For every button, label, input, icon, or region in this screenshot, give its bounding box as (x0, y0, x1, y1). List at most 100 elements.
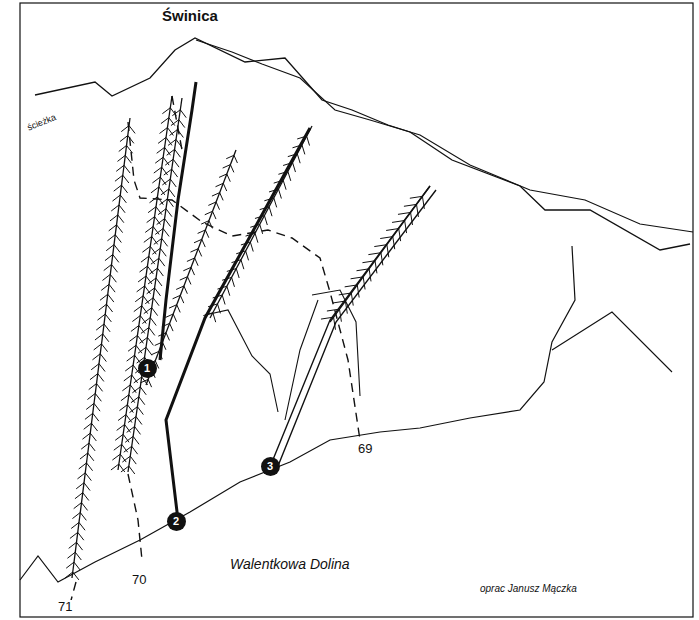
hatch-stroke (140, 337, 154, 345)
hatch-stroke (95, 334, 109, 342)
ridge-line (35, 38, 690, 250)
hatch-stroke (91, 364, 105, 372)
callout-circle: 2 (167, 512, 186, 531)
hatch-stroke (151, 258, 165, 266)
hatch-stroke (90, 374, 104, 382)
hatch-stroke (124, 446, 138, 454)
dashed-path (70, 96, 360, 604)
hatch-stroke (130, 407, 144, 415)
buttress-outline (312, 290, 360, 396)
hatch-stroke (165, 314, 176, 322)
couloir-axis (72, 118, 130, 578)
hatch-stroke (167, 149, 181, 157)
hatch-stroke (162, 179, 176, 187)
hatch-stroke (115, 175, 129, 183)
callout-number: 1 (144, 363, 150, 374)
hatch-stroke (127, 426, 141, 434)
hatch-stroke (104, 264, 118, 272)
hatch-stroke (109, 225, 123, 233)
hatch-stroke (187, 258, 198, 266)
hatch-stroke (201, 221, 212, 229)
hatch-stroke (110, 215, 124, 223)
hatch-stroke (122, 456, 136, 464)
route-number: 70 (130, 573, 148, 588)
hatch-stroke (117, 155, 131, 163)
hatch-stroke (92, 354, 106, 362)
couloir-axis (146, 150, 236, 385)
hatch-stroke (70, 532, 84, 540)
hatch-stroke (169, 305, 180, 313)
hatch-stroke (82, 433, 96, 441)
route-line (160, 82, 196, 360)
hatch-stroke (87, 393, 101, 401)
callout-circle: 1 (138, 359, 157, 378)
route-number: 69 (356, 442, 374, 457)
hatch-stroke (172, 110, 186, 118)
hatch-stroke (77, 473, 91, 481)
route-line (278, 190, 436, 466)
hatch-stroke (170, 130, 184, 138)
hatch-stroke (99, 304, 113, 312)
hatch-stroke (216, 183, 227, 191)
hatch-stroke (190, 249, 201, 257)
hatch-stroke (168, 139, 182, 147)
hatch-stroke (165, 159, 179, 167)
hatch-stroke (72, 513, 86, 521)
hatch-stroke (152, 248, 166, 256)
hatch-stroke (158, 209, 172, 217)
hatch-stroke (111, 205, 125, 213)
hatch-stroke (194, 239, 205, 247)
callout-number: 3 (267, 461, 273, 472)
hatch-stroke (89, 384, 103, 392)
hatch-stroke (112, 195, 126, 203)
hatch-stroke (180, 277, 191, 285)
hatch-stroke (148, 278, 162, 286)
hatch-stroke (157, 219, 171, 227)
hatch-stroke (100, 294, 114, 302)
hatch-stroke (67, 552, 81, 560)
hatch-stroke (69, 542, 83, 550)
hatch-stroke (65, 572, 79, 580)
hatch-stroke (125, 436, 139, 444)
hatch-stroke (94, 344, 108, 352)
hatch-stroke (106, 245, 120, 253)
hatch-stroke (144, 308, 158, 316)
hatch-stroke (141, 327, 155, 335)
hatch-stroke (101, 284, 115, 292)
hatch-stroke (154, 238, 168, 246)
couloir-axis (128, 98, 182, 472)
hatch-stroke (140, 379, 151, 387)
hatch-stroke (74, 503, 88, 511)
hatch-stroke (102, 274, 116, 282)
hatch-stroke (96, 324, 110, 332)
hatch-stroke (114, 185, 128, 193)
hatch-stroke (171, 120, 185, 128)
hatch-stroke (176, 286, 187, 294)
hatch-stroke (79, 463, 93, 471)
hatch-stroke (128, 417, 142, 425)
hatch-stroke (80, 453, 94, 461)
hatch-stroke (219, 174, 230, 182)
hatch-stroke (173, 295, 184, 303)
route-number: 71 (56, 600, 74, 615)
hatch-stroke (86, 403, 100, 411)
hatch-stroke (198, 230, 209, 238)
valley-name: Walentkowa Dolina (228, 556, 352, 572)
hatch-stroke (223, 165, 234, 173)
hatch-stroke (138, 347, 152, 355)
callout-number: 2 (173, 516, 179, 527)
path-label: ścieżka (24, 111, 59, 133)
hatch-stroke (121, 466, 135, 474)
hatch-stroke (145, 298, 159, 306)
hatch-stroke (226, 155, 237, 163)
hatch-stroke (81, 443, 95, 451)
couloir-hatching (65, 96, 430, 580)
hatch-stroke (116, 165, 130, 173)
hatch-stroke (131, 397, 145, 405)
hatch-stroke (208, 202, 219, 210)
route-line (166, 128, 310, 520)
buttress-outline (205, 310, 278, 412)
ground-line (20, 246, 575, 582)
hatch-stroke (205, 211, 216, 219)
